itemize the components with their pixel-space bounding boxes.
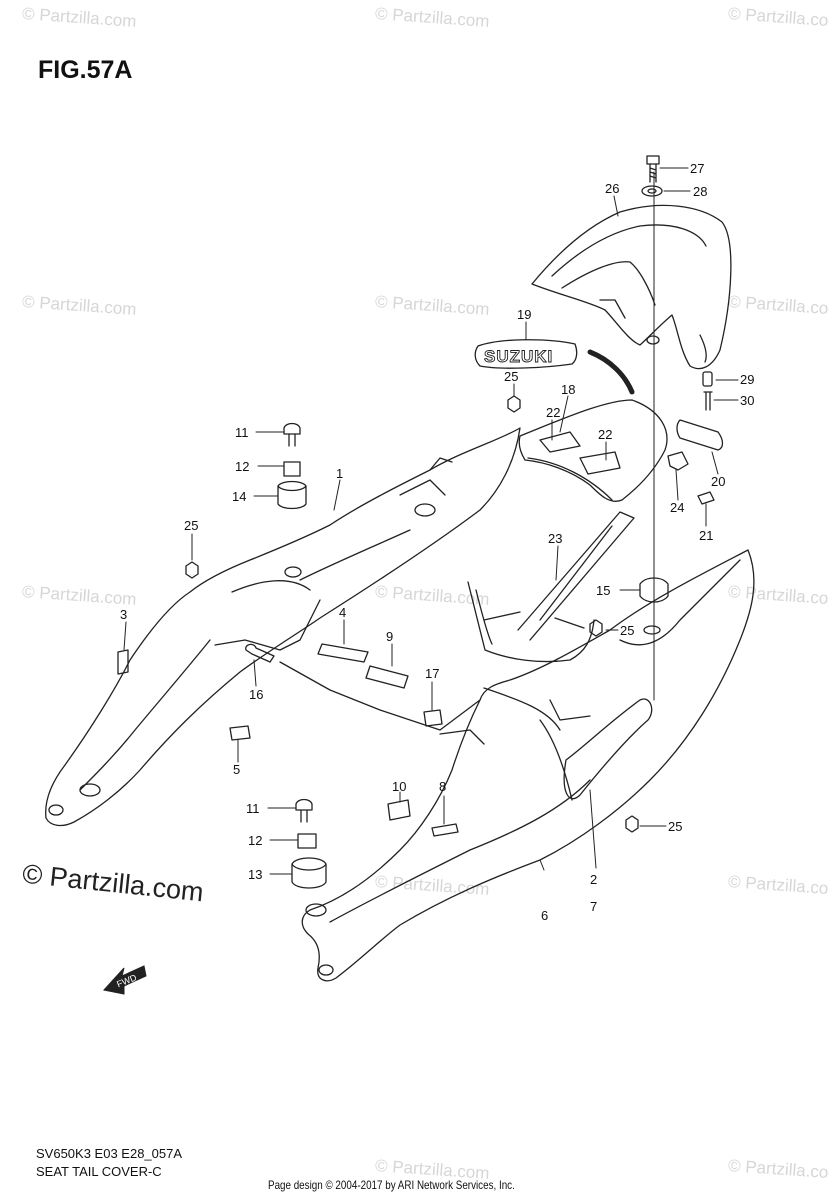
callout-18: 18 [561,382,575,397]
suzuki-emblem [474,339,578,369]
callout-9: 9 [386,629,393,644]
callout-22-right: 22 [598,427,612,442]
washer-28 [641,185,663,197]
grab-rail [531,204,732,370]
cushion-5 [229,725,251,741]
callout-25-top: 25 [504,369,518,384]
callout-4: 4 [339,605,346,620]
callout-3: 3 [120,607,127,622]
leader-lines [123,167,739,875]
cushion-9 [365,665,409,689]
callout-16: 16 [249,687,263,702]
cushion-21 [697,491,715,505]
screw-25-top [507,395,521,413]
right-tail-cover [301,549,755,982]
cushion-8 [431,823,459,837]
collar-29 [702,371,713,387]
callout-12-upper: 12 [235,459,249,474]
callout-14: 14 [232,489,246,504]
callout-8: 8 [439,779,446,794]
callout-27: 27 [690,161,704,176]
callout-12-lower: 12 [248,833,262,848]
callout-19: 19 [517,307,531,322]
clip-24 [667,451,689,471]
callout-30: 30 [740,393,754,408]
bolt-27 [646,155,660,183]
callout-25-mid: 25 [620,623,634,638]
grommet-14 [277,480,307,510]
callout-24: 24 [670,500,684,515]
collar-12-lower [297,833,317,849]
callout-29: 29 [740,372,754,387]
footer-copyright: Page design © 2004-2017 by ARI Network S… [268,1178,515,1192]
cushion-10 [387,799,411,821]
callout-13: 13 [248,867,262,882]
callout-2: 2 [590,872,597,887]
callout-26: 26 [605,181,619,196]
bolt-11-upper [283,422,301,447]
collar-12-upper [283,461,301,477]
fwd-arrow-icon: FWD [103,965,147,995]
callout-28: 28 [693,184,707,199]
callout-11-lower: 11 [246,801,260,816]
callout-22-left: 22 [546,405,560,420]
callout-25-left: 25 [184,518,198,533]
screw-25-left [185,561,199,579]
callout-10: 10 [392,779,406,794]
bolt-30 [703,391,713,411]
callout-23: 23 [548,531,562,546]
grommet-13 [291,857,327,889]
bolt-11-lower [295,798,313,823]
model-code: SV650K3 E03 E28_057A [36,1146,183,1161]
callout-7: 7 [590,899,597,914]
cushion-3 [117,649,129,675]
frame-bracket-23 [467,511,635,663]
section-name: SEAT TAIL COVER-C [36,1164,162,1179]
bolt-16 [245,643,275,663]
left-tail-cover [45,427,521,827]
callout-5: 5 [233,762,240,777]
grommet-15 [639,577,669,603]
rear-seat-cover [518,399,668,502]
figure-title: FIG.57A [38,56,133,84]
callout-6: 6 [541,908,548,923]
screw-25-mid [589,619,603,637]
callout-15: 15 [596,583,610,598]
callout-17: 17 [425,666,439,681]
screw-25-lower [625,815,639,833]
callout-11-upper: 11 [235,425,249,440]
callout-1: 1 [336,466,343,481]
cushion-4 [317,643,369,663]
callout-25-lower: 25 [668,819,682,834]
callout-20: 20 [711,474,725,489]
callout-21: 21 [699,528,713,543]
suzuki-logo-text: SUZUKI [484,347,553,366]
clip-17 [423,709,443,727]
cushion-20 [676,419,724,451]
